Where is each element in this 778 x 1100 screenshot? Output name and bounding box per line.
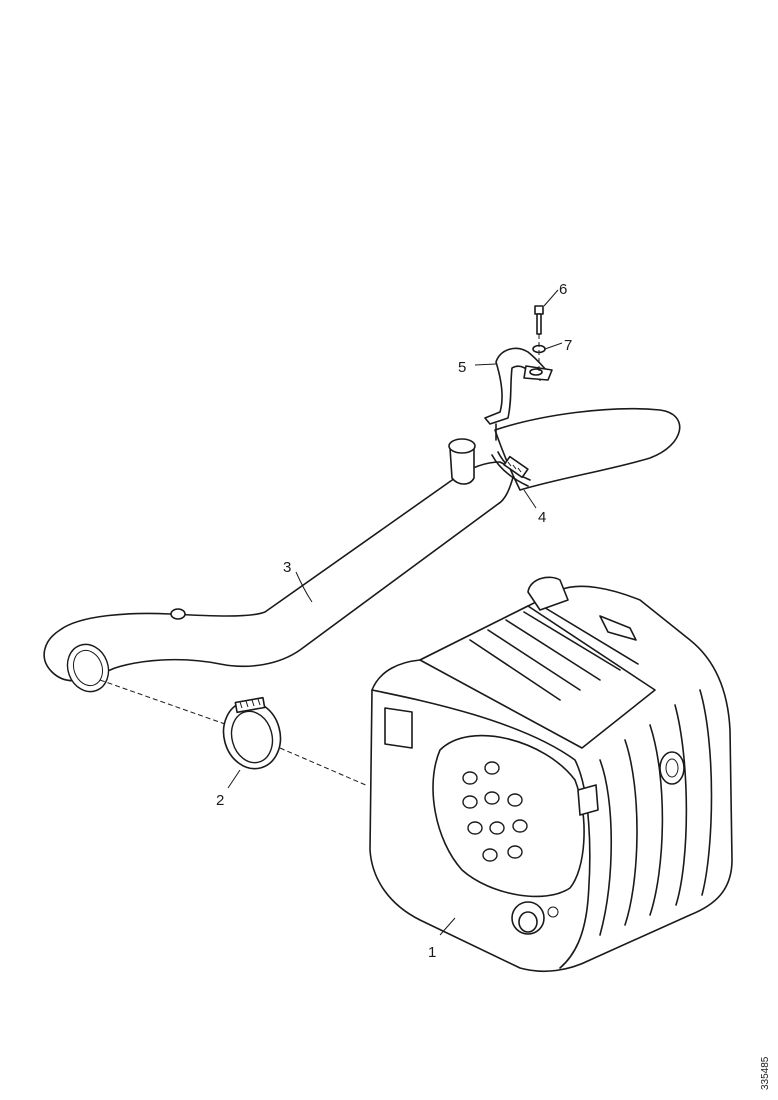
- assembly-line: [99, 679, 369, 787]
- muffler: [369, 576, 733, 973]
- exhaust-pipe: [43, 407, 681, 693]
- callout-6: 6: [559, 281, 567, 298]
- bolt: [534, 305, 544, 335]
- callout-3: 3: [283, 559, 291, 576]
- leader-lines: [227, 289, 563, 936]
- bracket: [484, 347, 553, 441]
- callout-2: 2: [216, 792, 224, 809]
- reference-code: 335485: [760, 1056, 771, 1090]
- callout-4: 4: [538, 509, 546, 526]
- callout-5: 5: [458, 359, 466, 376]
- clamp-ring: [222, 696, 282, 770]
- pipe-clamp: [491, 451, 531, 487]
- callout-7: 7: [564, 337, 572, 354]
- callout-1: 1: [428, 944, 436, 961]
